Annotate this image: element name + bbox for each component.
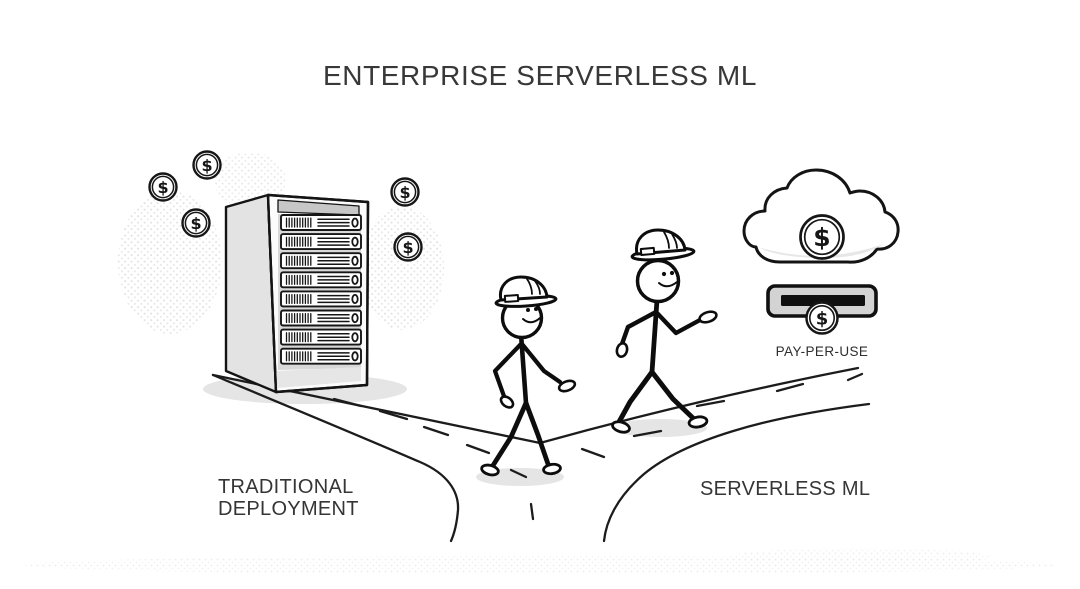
label-pay-per-use: PAY-PER-USE: [775, 344, 869, 359]
label-traditional-deployment: TRADITIONAL DEPLOYMENT: [218, 476, 359, 520]
label-serverless-ml: SERVERLESS ML: [700, 478, 871, 500]
back-leg: [616, 369, 655, 425]
smile: [658, 281, 678, 288]
server-rack-icon: [224, 193, 370, 394]
head: [635, 258, 681, 304]
front-arm: [654, 310, 703, 336]
front-arm: [519, 341, 563, 385]
road-center-dashes: [332, 372, 864, 521]
hard-hat-icon: [630, 228, 696, 262]
coin-slot-icon: [766, 284, 878, 335]
construction-worker-icon: [480, 275, 577, 477]
front-leg: [649, 369, 697, 422]
label-traditional-line1: TRADITIONAL: [218, 476, 354, 498]
front-leg: [523, 400, 551, 467]
cloud-inner-shading: [758, 244, 884, 259]
road-left-near-edge: [211, 373, 460, 543]
back-arm: [619, 309, 659, 347]
cloud-dollar-coin-icon: [742, 168, 900, 264]
road-right-near-edge: [602, 402, 871, 543]
back-leg: [489, 400, 529, 470]
label-traditional-line2: DEPLOYMENT: [218, 498, 359, 520]
coin-slot-opening: [781, 295, 865, 306]
back-arm: [492, 341, 524, 402]
rack-bottom-band: [277, 367, 361, 388]
smile: [522, 317, 541, 324]
hard-hat-icon: [494, 275, 558, 308]
worker2-shadow: [613, 419, 707, 437]
construction-worker-icon: [611, 228, 718, 434]
road-right-far-edge: [538, 366, 860, 445]
page-title: ENTERPRISE SERVERLESS ML: [322, 60, 758, 91]
torso: [649, 297, 660, 375]
